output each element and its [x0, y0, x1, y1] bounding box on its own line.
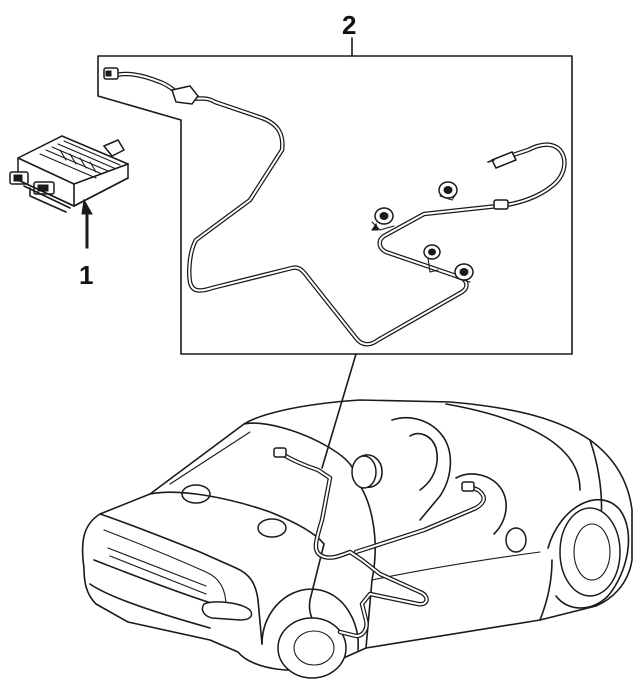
clip-icon	[438, 181, 458, 201]
callout-1[interactable]: 1	[79, 198, 93, 290]
rear-speaker	[505, 527, 527, 553]
callout-2[interactable]: 2	[342, 10, 356, 57]
car-body-outline	[81, 399, 633, 672]
headlight	[201, 601, 253, 621]
callout-2-number: 2	[342, 10, 356, 40]
car-illustration	[81, 399, 633, 679]
harness-clip	[171, 85, 199, 105]
antenna-harness[interactable]	[103, 67, 567, 347]
interior-speaker	[351, 455, 377, 489]
antenna-amplifier-module[interactable]	[9, 135, 129, 213]
rear-wheel	[559, 507, 621, 597]
connector-mid	[493, 199, 509, 210]
callout-1-arrow	[81, 198, 93, 249]
car-harness-routing	[273, 447, 486, 639]
clip-icon	[371, 207, 395, 231]
harness-clips	[371, 181, 474, 283]
callout-1-number: 1	[79, 260, 93, 290]
connector-right	[490, 151, 518, 169]
inset-frame	[97, 55, 573, 355]
clip-icon	[423, 244, 441, 273]
clip-icon	[454, 263, 474, 283]
inset-leader-line	[321, 353, 357, 469]
front-wheel	[277, 617, 347, 679]
hood-mark	[257, 518, 287, 538]
